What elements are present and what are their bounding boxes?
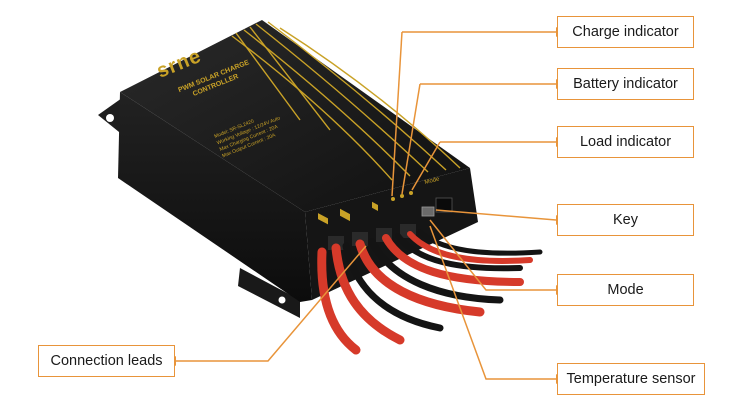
- leader-battery-drop: [401, 83, 421, 195]
- mounting-flange-bottom: [238, 268, 300, 318]
- mode-display: [435, 197, 453, 213]
- key-button[interactable]: [421, 206, 435, 217]
- leader-key: [435, 209, 557, 221]
- load-icon: [372, 201, 378, 211]
- device-front-face: [118, 92, 312, 302]
- mounting-hole-bottom: [278, 296, 286, 304]
- callout-mode: Mode: [557, 274, 694, 306]
- solar-charge-controller: srne PWM SOLAR CHARGE CONTROLLER Model: …: [98, 20, 478, 318]
- charge-led: [391, 197, 395, 201]
- load-led: [409, 191, 413, 195]
- callout-connection-leads: Connection leads: [38, 345, 175, 377]
- terminal-icons: [318, 201, 378, 225]
- mode-text: Mode: [424, 176, 441, 186]
- callout-battery-indicator: Battery indicator: [557, 68, 694, 100]
- mounting-hole-left: [106, 114, 114, 122]
- callout-charge-indicator: Charge indicator: [557, 16, 694, 48]
- leader-lines: [176, 31, 557, 380]
- indicator-panel: Mode: [391, 176, 453, 217]
- callout-load-indicator: Load indicator: [557, 126, 694, 158]
- callout-key: Key: [557, 204, 694, 236]
- leader-charge-drop: [391, 31, 403, 197]
- leader-leads: [176, 245, 367, 362]
- gold-decorative-lines: [231, 21, 461, 181]
- battery-led: [400, 194, 404, 198]
- battery-icon: [340, 208, 350, 222]
- callout-temperature-sensor: Temperature sensor: [557, 363, 705, 395]
- leader-mode: [429, 219, 556, 291]
- solar-panel-icon: [318, 213, 328, 225]
- leader-temp: [429, 225, 556, 380]
- device-top-face: [120, 20, 470, 212]
- leader-load-drop: [411, 141, 441, 191]
